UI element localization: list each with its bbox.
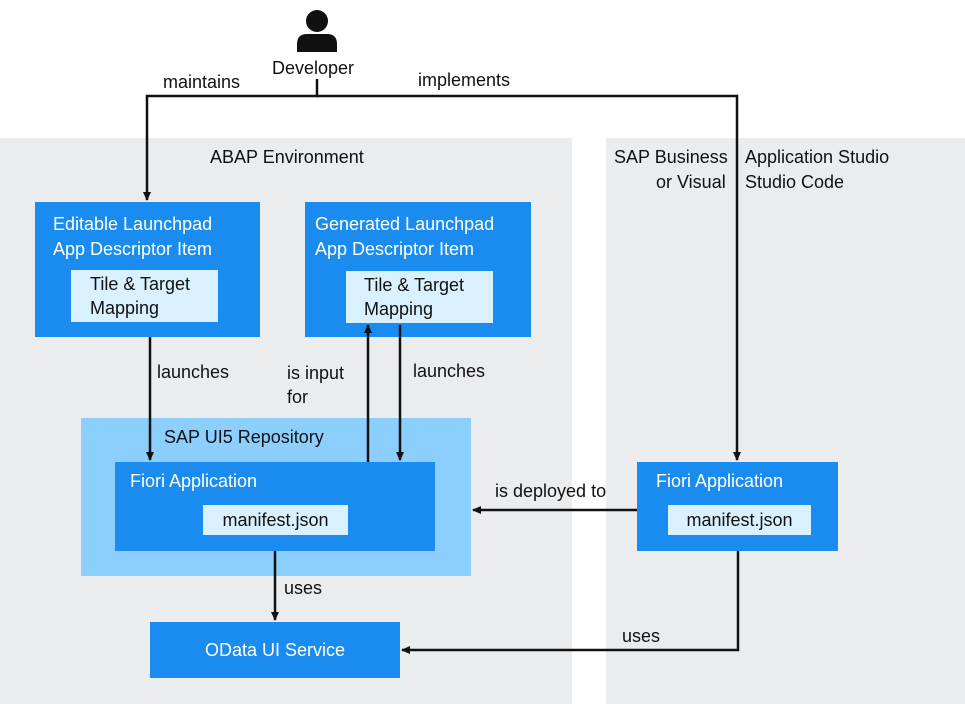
editable-mapping-line2: Mapping — [90, 298, 160, 318]
odata-ui-service — [150, 622, 400, 678]
bas-environment-line1b: Application Studio — [745, 147, 890, 167]
generated-item-title-line2: App Descriptor Item — [315, 239, 475, 259]
repository-title: SAP UI5 Repository — [164, 427, 324, 447]
arrow-uses-right — [401, 551, 740, 654]
odata-ui-service-label: OData UI Service — [204, 640, 346, 660]
fiori-left-title: Fiori Application — [130, 471, 258, 491]
fiori-left-manifest — [203, 505, 348, 535]
edge-is-input-for-line1: is input — [287, 363, 345, 383]
bas-environment-line2a: or Visual — [656, 172, 726, 192]
developer-label: Developer — [272, 58, 355, 78]
edge-uses-right-label: uses — [622, 626, 661, 646]
edge-implements-label: implements — [418, 70, 511, 90]
edge-launches-left-label: launches — [157, 362, 230, 382]
fiori-right-title: Fiori Application — [656, 471, 784, 491]
edge-launches-right-label: launches — [413, 361, 486, 381]
generated-mapping-line1: Tile & Target — [364, 275, 465, 295]
edge-is-input-for-line2: for — [287, 387, 309, 407]
fiori-left-manifest-label: manifest.json — [222, 510, 329, 530]
arrow-implements — [317, 94, 741, 461]
bas-environment — [606, 138, 965, 704]
generated-mapping-line2: Mapping — [364, 299, 434, 319]
person-icon — [294, 8, 340, 52]
edge-maintains-label: maintains — [163, 72, 241, 92]
arrow-maintains — [143, 79, 319, 201]
editable-item-title-line1: Editable Launchpad — [53, 214, 213, 234]
generated-tile-target-mapping — [346, 271, 493, 323]
edge-is-deployed-to-label: is deployed to — [495, 481, 607, 501]
edge-uses-left-label: uses — [284, 578, 323, 598]
generated-item-title-line1: Generated Launchpad — [315, 214, 495, 234]
abap-environment-title: ABAP Environment — [210, 147, 364, 167]
bas-environment-line2b: Studio Code — [745, 172, 845, 192]
fiori-right-manifest-label: manifest.json — [686, 510, 793, 530]
fiori-right-manifest — [668, 505, 811, 535]
editable-tile-target-mapping — [71, 270, 218, 322]
bas-environment-line1a: SAP Business — [614, 147, 728, 167]
editable-mapping-line1: Tile & Target — [90, 274, 191, 294]
editable-item-title-line2: App Descriptor Item — [53, 239, 213, 259]
